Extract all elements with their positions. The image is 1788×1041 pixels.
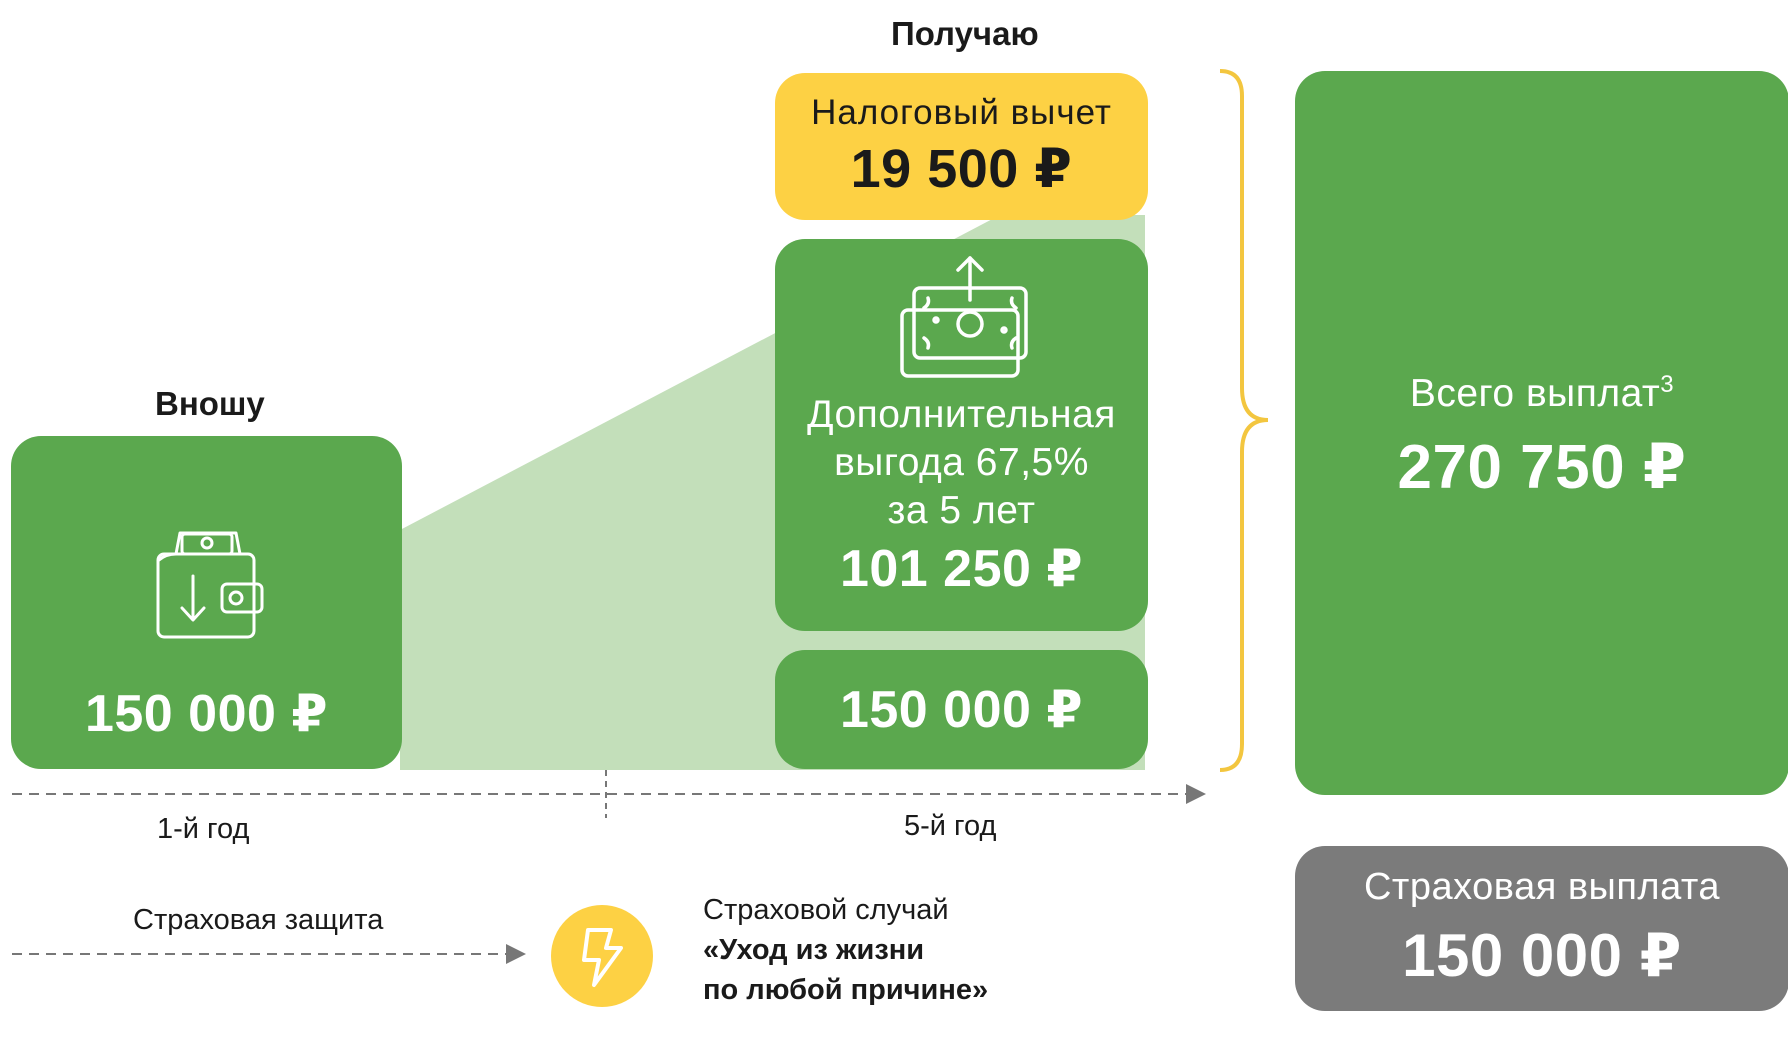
- benefit-amount: 101 250 ₽: [839, 540, 1084, 598]
- total-payout-footnote: 3: [1660, 371, 1675, 398]
- total-payout-label-row: Всего выплат3: [1410, 371, 1674, 416]
- insured-event-line1: «Уход из жизни: [703, 934, 925, 966]
- total-payout-card: Всего выплат3 270 750 ₽: [1295, 71, 1788, 795]
- total-bracket: [1219, 69, 1269, 772]
- insured-event-line2: по любой причине»: [703, 974, 989, 1006]
- year1-label: 1-й год: [157, 813, 250, 845]
- tax-deduction-card: Налоговый вычет 19 500 ₽: [775, 73, 1148, 220]
- insured-event-title: Страховой случай: [703, 894, 949, 926]
- money-withdraw-icon: [892, 254, 1032, 387]
- year5-label: 5-й год: [904, 810, 997, 842]
- protection-label: Страховая защита: [133, 904, 384, 936]
- tax-deduction-amount: 19 500 ₽: [850, 139, 1073, 199]
- total-payout-label: Всего выплат: [1409, 372, 1661, 415]
- tax-deduction-label: Налоговый вычет: [811, 93, 1112, 132]
- benefit-card: Дополнительная выгода 67,5% за 5 лет 101…: [775, 239, 1148, 631]
- return-card: 150 000 ₽: [775, 650, 1148, 769]
- return-amount: 150 000 ₽: [839, 680, 1084, 739]
- receive-heading: Получаю: [891, 15, 1039, 52]
- lightning-icon: [551, 905, 653, 1012]
- wallet-deposit-icon: [156, 528, 266, 645]
- total-payout-amount: 270 750 ₽: [1397, 433, 1687, 502]
- insurance-payout-amount: 150 000 ₽: [1402, 922, 1682, 989]
- insurance-payout-card: Страховая выплата 150 000 ₽: [1295, 846, 1788, 1011]
- timeline-arrow: [12, 770, 1206, 818]
- protection-arrow: [12, 944, 526, 964]
- invest-amount: 150 000 ₽: [84, 685, 329, 743]
- invest-card: 150 000 ₽: [11, 436, 402, 769]
- benefit-line3: за 5 лет: [887, 489, 1036, 532]
- insured-event: Страховой случай «Уход из жизни по любой…: [703, 890, 988, 1010]
- benefit-line2: выгода 67,5%: [834, 441, 1089, 484]
- benefit-line1: Дополнительная: [807, 393, 1116, 436]
- insurance-payout-label: Страховая выплата: [1363, 866, 1720, 908]
- invest-heading: Вношу: [155, 385, 265, 422]
